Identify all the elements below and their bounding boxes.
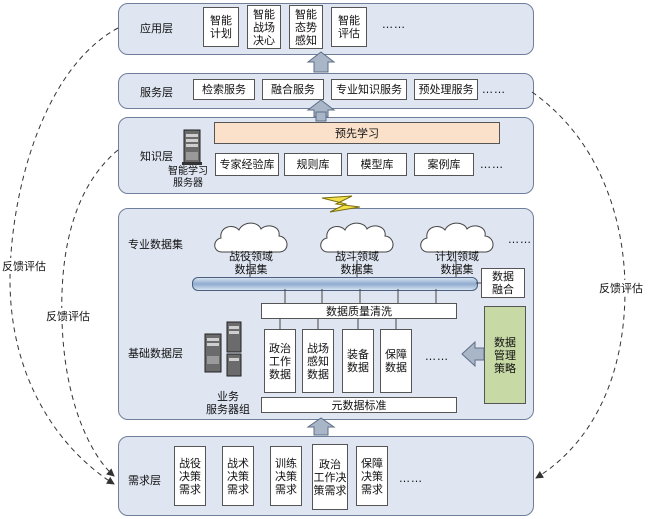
kb-cases: 案例库 [414, 153, 474, 176]
basic-data-layer-label: 基础数据层 [128, 347, 183, 360]
cloud-campaign-text: 战役领域 数据集 [229, 250, 273, 276]
up-arrow-service-to-app [306, 51, 336, 73]
demand-layer-label: 需求层 [128, 474, 161, 487]
service-fusion: 融合服务 [262, 79, 324, 100]
up-arrow-knowledge-to-service [306, 99, 336, 118]
business-server-group-icon [203, 320, 249, 378]
smart-learning-server-icon [180, 128, 206, 166]
app-item-plan: 智能 计划 [203, 7, 239, 47]
feedback-outer-left-line [9, 27, 119, 485]
app-item-situation-awareness: 智能 态势 感知 [289, 5, 323, 49]
demand-support: 保障 决策 需求 [356, 446, 388, 506]
demand-more: …… [399, 472, 423, 485]
feedback-right-label: 反馈评估 [599, 280, 643, 296]
professional-dataset-label: 专业数据集 [128, 238, 183, 251]
metadata-standard: 元数据标准 [261, 397, 457, 413]
feedback-inner-left-label: 反馈评估 [46, 308, 90, 324]
service-more: …… [482, 83, 506, 96]
basic-data-more: …… [425, 350, 449, 363]
app-item-battlefield-decision: 智能 战场 决心 [247, 5, 281, 49]
kb-rules: 规则库 [284, 153, 342, 176]
data-equipment: 装备 数据 [342, 329, 374, 393]
strategy-arrow [461, 340, 485, 368]
business-server-group-label: 业务 服务器组 [206, 390, 250, 416]
knowledge-layer-label: 知识层 [140, 150, 173, 163]
dataset-more: …… [508, 233, 532, 246]
feedback-outer-left-label: 反馈评估 [2, 258, 46, 274]
up-arrow-pre-learning-to-service [315, 111, 327, 122]
demand-tactical: 战术 决策 需求 [222, 446, 254, 506]
demand-political-work: 政治 工作决 策需求 [312, 444, 348, 510]
data-bus [192, 277, 478, 291]
demand-training: 训练 决策 需求 [270, 446, 302, 506]
data-fusion-box: 数据 融合 [481, 268, 525, 298]
cloud-combat: 战斗领域 数据集 [316, 218, 398, 276]
application-layer [118, 3, 534, 55]
data-support: 保障 数据 [380, 329, 412, 393]
service-preprocess: 预处理服务 [414, 79, 478, 100]
lightning-icon [321, 195, 361, 213]
data-quality-cleaning: 数据质量清洗 [261, 303, 457, 319]
service-expertise: 专业知识服务 [331, 79, 407, 100]
cloud-campaign: 战役领域 数据集 [210, 218, 292, 276]
pre-learning-bar: 预先学习 [214, 122, 500, 144]
kb-models: 模型库 [347, 153, 407, 176]
feedback-inner-left-line [61, 149, 119, 477]
service-layer-label: 服务层 [140, 86, 173, 99]
smart-learning-server-label: 智能学习 服务器 [168, 166, 208, 189]
app-item-evaluation: 智能 评估 [331, 7, 367, 47]
data-battlefield-perception: 战场 感知 数据 [302, 329, 334, 393]
service-search: 检索服务 [193, 79, 255, 100]
data-political-work: 政治 工作 数据 [264, 329, 296, 393]
cloud-plan: 计划领域 数据集 [416, 218, 498, 276]
cloud-plan-text: 计划领域 数据集 [435, 250, 479, 276]
kb-more: …… [480, 158, 504, 171]
up-arrow-demand-to-data [306, 417, 336, 436]
application-layer-label: 应用层 [140, 22, 173, 35]
app-more: …… [382, 18, 406, 31]
demand-campaign: 战役 决策 需求 [174, 446, 206, 506]
kb-expert-experience: 专家经验库 [215, 153, 279, 176]
